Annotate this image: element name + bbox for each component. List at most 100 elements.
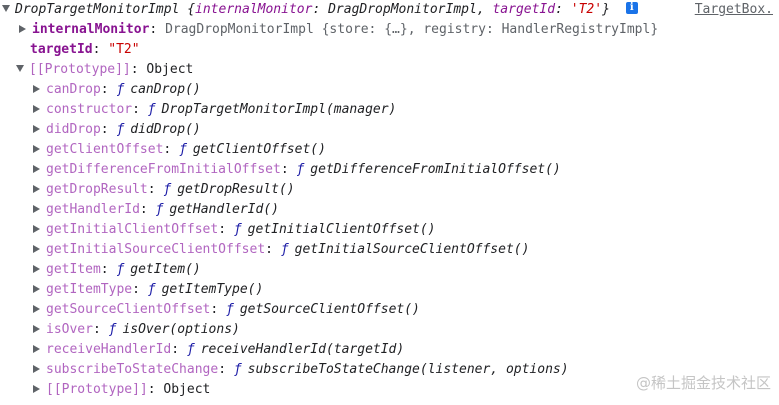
property-key: targetId [30, 42, 93, 57]
function-icon: ƒ [179, 142, 187, 157]
method-signature: getInitialClientOffset() [247, 222, 436, 237]
summary-close-brace: } [602, 2, 610, 17]
expand-arrow-icon[interactable] [33, 344, 40, 353]
expand-arrow-icon[interactable] [33, 104, 40, 113]
function-icon: ƒ [296, 162, 305, 177]
summary-value-internal-monitor: DragDropMonitorImpl [328, 2, 477, 17]
method-signature: receiveHandlerId(targetId) [200, 342, 405, 357]
property-row-target-id: targetId: "T2" [30, 42, 140, 57]
expand-arrow-icon[interactable] [33, 384, 40, 393]
method-signature: didDrop() [130, 122, 201, 137]
expand-arrow-icon[interactable] [33, 264, 40, 273]
method-key: getDifferenceFromInitialOffset [46, 162, 281, 177]
collapse-arrow-icon[interactable] [16, 65, 24, 72]
function-icon: ƒ [155, 202, 164, 217]
expand-arrow-icon[interactable] [33, 84, 40, 93]
function-icon: ƒ [226, 302, 234, 317]
prototype-value: Object [163, 382, 211, 397]
prototype-key: [[Prototype]] [46, 382, 148, 397]
method-signature: getDropResult() [177, 182, 295, 197]
property-key: internalMonitor [32, 22, 150, 37]
method-key: didDrop [46, 122, 101, 137]
method-signature: getHandlerId() [169, 202, 279, 217]
method-signature: getItemType() [161, 282, 264, 297]
expand-arrow-icon[interactable] [33, 244, 40, 253]
function-icon: ƒ [147, 102, 156, 117]
expand-arrow-icon[interactable] [33, 364, 40, 373]
method-key: getInitialSourceClientOffset [46, 242, 266, 257]
property-value: DragDropMonitorImpl {store: {…}, registr… [165, 22, 659, 37]
method-key: getHandlerId [46, 202, 140, 217]
expand-arrow-icon[interactable] [33, 324, 40, 333]
method-key: constructor [46, 102, 133, 117]
property-row-internal-monitor[interactable]: internalMonitor: DragDropMonitorImpl {st… [18, 20, 658, 40]
method-key: isOver [46, 322, 93, 337]
method-key: getItemType [46, 282, 133, 297]
summary-key-target-id: targetId [492, 2, 556, 17]
method-signature: DropTargetMonitorImpl(manager) [161, 102, 397, 117]
object-summary-row[interactable]: DropTargetMonitorImpl {internalMonitor: … [0, 0, 638, 20]
method-signature: subscribeToStateChange(listener, options… [247, 362, 569, 377]
function-icon: ƒ [280, 242, 289, 257]
function-icon: ƒ [233, 222, 242, 237]
property-value-string: "T2" [108, 42, 140, 57]
expand-arrow-icon[interactable] [33, 144, 40, 153]
method-key: getDropResult [46, 182, 148, 197]
method-signature: getClientOffset() [192, 142, 326, 157]
nested-prototype-row[interactable]: [[Prototype]]: Object [32, 380, 210, 400]
expand-arrow-icon[interactable] [33, 224, 40, 233]
method-signature: getDifferenceFromInitialOffset() [310, 162, 561, 177]
method-signature: getInitialSourceClientOffset() [294, 242, 530, 257]
method-key: getItem [46, 262, 101, 277]
prototype-row[interactable]: [[Prototype]]: Object [16, 60, 193, 80]
prototype-value: Object [146, 62, 194, 77]
watermark: @稀土掘金技术社区 [635, 374, 771, 392]
method-key: getClientOffset [46, 142, 164, 157]
method-signature: isOver(options) [122, 322, 240, 337]
method-key: receiveHandlerId [46, 342, 172, 357]
function-icon: ƒ [163, 182, 172, 197]
function-icon: ƒ [116, 82, 125, 97]
summary-value-target-id: 'T2' [570, 2, 603, 17]
collapse-arrow-icon[interactable] [2, 5, 10, 12]
expand-arrow-icon[interactable] [33, 304, 40, 313]
source-file-link[interactable]: TargetBox. [694, 2, 773, 17]
summary-open-brace: { [187, 2, 196, 17]
method-key: getInitialClientOffset [46, 222, 219, 237]
info-icon[interactable]: i [625, 1, 638, 14]
function-icon: ƒ [108, 322, 117, 337]
method-key: canDrop [46, 82, 101, 97]
method-key: getSourceClientOffset [46, 302, 211, 317]
expand-arrow-icon[interactable] [33, 284, 40, 293]
prototype-key: [[Prototype]] [29, 62, 131, 77]
expand-arrow-icon[interactable] [33, 124, 40, 133]
expand-arrow-icon[interactable] [33, 164, 40, 173]
expand-arrow-icon[interactable] [33, 204, 40, 213]
method-signature: canDrop() [130, 82, 201, 97]
function-icon: ƒ [186, 342, 195, 357]
function-icon: ƒ [116, 122, 125, 137]
expand-arrow-icon[interactable] [19, 24, 26, 33]
function-icon: ƒ [233, 362, 242, 377]
function-icon: ƒ [116, 262, 125, 277]
summary-key-internal-monitor: internalMonitor [195, 2, 313, 17]
expand-arrow-icon[interactable] [33, 184, 40, 193]
method-signature: getSourceClientOffset() [239, 302, 420, 317]
method-key: subscribeToStateChange [46, 362, 219, 377]
object-class-name: DropTargetMonitorImpl [15, 2, 180, 17]
